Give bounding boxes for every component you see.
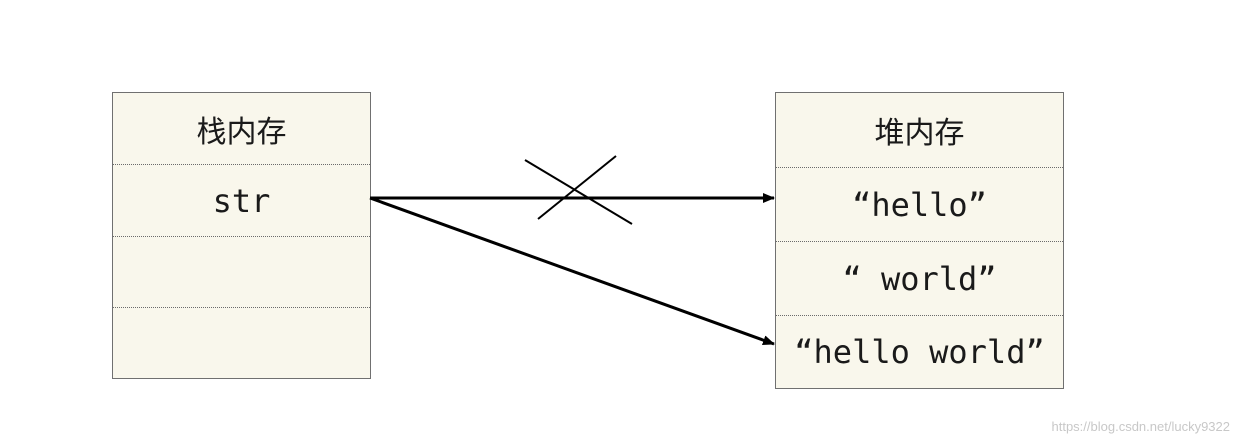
heap-memory-title: 堆内存	[874, 116, 965, 151]
cross-out-mark	[524, 155, 633, 225]
arrow-to-hello-world	[369, 196, 775, 346]
stack-memory-title: 栈内存	[196, 114, 287, 150]
watermark-url: https://blog.csdn.net/lucky9322	[1051, 419, 1230, 434]
stack-cell-empty-1	[113, 236, 370, 307]
heap-memory-box: 堆内存 “hello” “ world” “hello world”	[775, 92, 1064, 389]
stack-memory-box: 栈内存 str	[112, 92, 371, 379]
heap-cell-hello-world: “hello world”	[776, 315, 1063, 388]
heap-cell-world: “ world”	[776, 241, 1063, 315]
stack-cell-str: str	[113, 164, 370, 236]
heap-cell-hello: “hello”	[776, 167, 1063, 241]
stack-cell-empty-2	[113, 307, 370, 378]
